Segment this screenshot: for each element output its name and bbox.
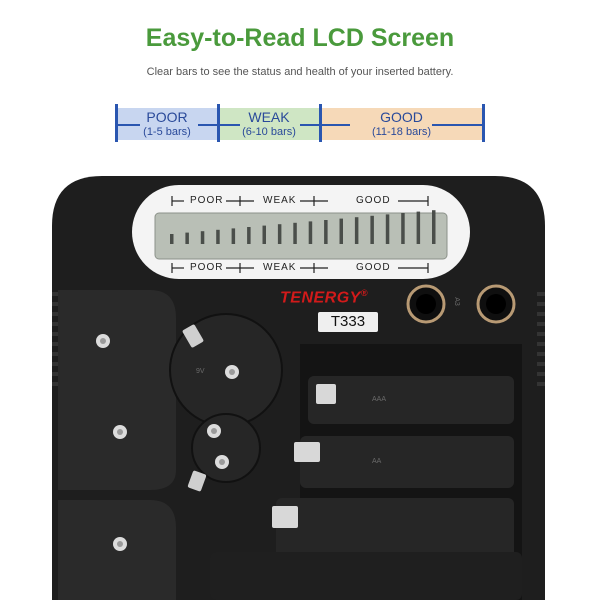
- mold-label-aaa: AAA: [372, 396, 387, 403]
- lcd-bar: [416, 211, 421, 244]
- lcd-label-weak-bottom: WEAK: [263, 262, 297, 273]
- contact-pins: [96, 324, 239, 551]
- scale-tick: [319, 104, 322, 142]
- lcd-bar: [293, 222, 297, 244]
- lcd-label-good-bottom: GOOD: [356, 262, 391, 273]
- lcd-label-good-top: GOOD: [356, 195, 391, 206]
- bay-contacts: [272, 384, 336, 528]
- lcd-bar: [401, 213, 405, 244]
- scale-weak-label: WEAK: [248, 109, 290, 125]
- scale-weak-range: (6-10 bars): [242, 126, 296, 138]
- bay-aaa: [308, 376, 514, 424]
- lcd-bar: [339, 218, 343, 244]
- lcd-bars: [170, 210, 436, 244]
- socket-right: [476, 284, 516, 324]
- lcd-bar: [170, 234, 174, 244]
- lcd-bar: [277, 224, 282, 244]
- bay-aa: [300, 436, 514, 488]
- page-subtitle: Clear bars to see the status and health …: [146, 66, 454, 78]
- button-cell-slot: [58, 290, 176, 490]
- scale-line: [198, 124, 240, 126]
- lcd-label-poor-bottom: POOR: [190, 262, 224, 273]
- lcd-label-weak-top: WEAK: [263, 195, 297, 206]
- scale-good-label: GOOD: [380, 109, 423, 125]
- scale-poor-range: (1-5 bars): [143, 126, 191, 138]
- mold-label-button: 9V: [196, 368, 205, 375]
- lcd-bar: [231, 228, 236, 244]
- lcd-scale-top: [171, 196, 429, 206]
- left-grip: [52, 292, 60, 386]
- lcd-bar: [354, 217, 359, 244]
- model-label: T333: [318, 312, 378, 332]
- scale-line: [432, 124, 482, 126]
- scale-line: [300, 124, 350, 126]
- lcd-bar: [432, 210, 436, 244]
- lcd-bar: [370, 215, 374, 244]
- scale-poor-label: POOR: [146, 109, 188, 125]
- socket-left: [406, 284, 446, 324]
- scale-tick: [217, 104, 220, 142]
- lcd-scale-bottom: [171, 263, 429, 273]
- bay-d: [210, 552, 522, 600]
- lcd-bar: [247, 227, 251, 244]
- brand-logo: TENERGY®: [280, 288, 368, 307]
- lcd-bar: [200, 231, 205, 244]
- scale-good-range: (11-18 bars): [371, 126, 432, 138]
- lcd-bar: [262, 225, 266, 244]
- lcd-bar: [308, 221, 313, 244]
- page-title: Easy-to-Read LCD Screen: [145, 24, 455, 52]
- lcd-bar: [185, 232, 189, 244]
- lcd-label-poor-top: POOR: [190, 195, 224, 206]
- brand-name: TENERGY: [280, 289, 361, 307]
- bay-c: [276, 498, 514, 558]
- lcd-screen: [154, 212, 448, 260]
- brand-mark: ®: [360, 288, 368, 298]
- lcd-bar: [216, 229, 220, 244]
- socket-label: A3: [452, 297, 460, 306]
- scale-tick: [482, 104, 485, 142]
- mold-label-aa: AA: [372, 458, 382, 465]
- round-cell-well-lower: [191, 413, 261, 483]
- lcd-bar: [324, 220, 328, 244]
- right-grip: [537, 292, 545, 386]
- scale-tick: [115, 104, 118, 142]
- scale-line: [118, 124, 140, 126]
- lcd-bar: [385, 214, 390, 244]
- scale-good: GOOD (11-18 bars): [321, 108, 482, 140]
